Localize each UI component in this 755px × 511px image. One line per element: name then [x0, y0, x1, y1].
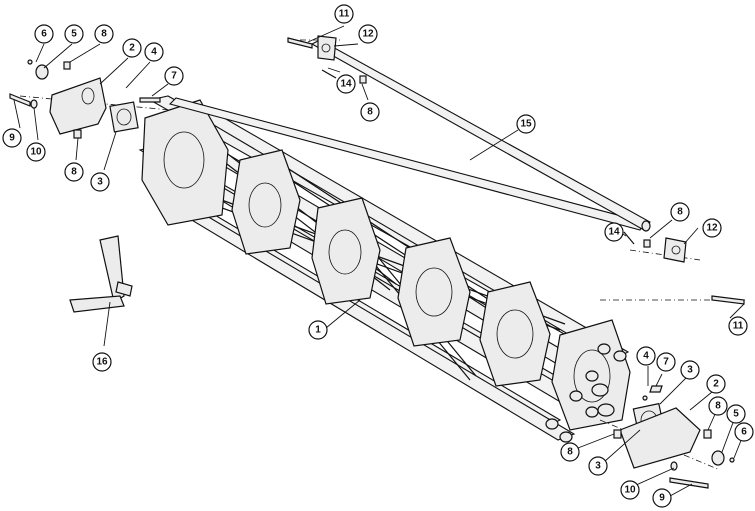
svg-text:10: 10 [624, 485, 636, 496]
nut-top [359, 75, 367, 84]
svg-text:6: 6 [41, 29, 47, 40]
svg-text:9: 9 [659, 493, 665, 504]
svg-text:12: 12 [706, 223, 718, 234]
callout-9-right: 9 [652, 488, 672, 508]
callout-3-right: 3 [680, 360, 700, 380]
callout-14-top: 14 [336, 74, 356, 94]
callout-1: 1 [308, 320, 328, 340]
nut-left-bottom [73, 129, 82, 139]
svg-text:10: 10 [30, 147, 42, 158]
svg-text:2: 2 [129, 43, 135, 54]
svg-text:4: 4 [151, 47, 157, 58]
svg-text:7: 7 [171, 71, 177, 82]
flange-right [711, 450, 725, 466]
washer-left [30, 99, 38, 109]
svg-text:14: 14 [340, 79, 352, 90]
plate-top [317, 35, 337, 61]
callouts: 6 5 8 2 4 7 9 10 8 3 11 12 14 8 15 8 14 … [2, 4, 754, 508]
shaft [168, 39, 651, 232]
callout-8-right: 8 [708, 396, 728, 416]
stand [69, 235, 133, 313]
bolt-top [287, 37, 313, 49]
callout-12-right: 12 [702, 218, 722, 238]
callout-8-left-bottom: 8 [64, 162, 84, 182]
callout-7-right: 7 [656, 352, 676, 372]
svg-text:8: 8 [101, 29, 107, 40]
callout-10-right: 10 [620, 480, 640, 500]
svg-text:8: 8 [567, 447, 573, 458]
svg-text:3: 3 [595, 461, 601, 472]
callout-2-right: 2 [706, 374, 726, 394]
plate-right [663, 237, 687, 263]
bracket-right [619, 407, 701, 469]
right-end-hardware [613, 385, 735, 489]
callout-8-bottom: 8 [560, 442, 580, 462]
svg-text:3: 3 [687, 365, 693, 376]
svg-text:11: 11 [733, 321, 744, 332]
svg-text:1: 1 [315, 325, 321, 336]
callout-6-left: 6 [34, 24, 54, 44]
bearing-left [109, 101, 139, 133]
flange-left [35, 64, 49, 80]
callout-4-left: 4 [144, 42, 164, 62]
callout-2-left: 2 [122, 38, 142, 58]
nut-right-bottom [613, 429, 622, 439]
svg-text:6: 6 [741, 427, 747, 438]
callout-3-bottom: 3 [588, 456, 608, 476]
callout-3-left: 3 [90, 172, 110, 192]
svg-text:15: 15 [520, 119, 532, 130]
svg-text:16: 16 [96, 357, 108, 368]
callout-10-left: 10 [26, 142, 46, 162]
cotter-left [27, 59, 33, 65]
callout-8-top: 8 [360, 102, 380, 122]
callout-14-right: 14 [604, 222, 624, 242]
bracket-left [49, 77, 107, 135]
bolt-right-bottom [669, 477, 709, 489]
nut-right-shaft [643, 239, 651, 248]
svg-text:12: 12 [362, 29, 374, 40]
callout-4-right: 4 [636, 346, 656, 366]
bolt-right-top [711, 295, 745, 305]
svg-text:8: 8 [677, 207, 683, 218]
svg-text:14: 14 [608, 227, 620, 238]
svg-text:8: 8 [715, 401, 721, 412]
callout-9-left: 9 [2, 128, 22, 148]
svg-text:11: 11 [339, 9, 350, 20]
callout-5-left: 5 [64, 24, 84, 44]
roller-plates [141, 99, 631, 431]
callout-8-left-top: 8 [94, 24, 114, 44]
svg-text:8: 8 [71, 167, 77, 178]
svg-text:9: 9 [9, 133, 15, 144]
svg-text:4: 4 [643, 351, 649, 362]
pin-right [649, 385, 663, 393]
callout-5-right: 5 [726, 404, 746, 424]
callout-16: 16 [92, 352, 112, 372]
nut-right [703, 429, 712, 439]
left-end-hardware [9, 59, 161, 139]
nut-left-top [63, 61, 71, 70]
bolt-left [9, 93, 31, 107]
svg-text:3: 3 [97, 177, 103, 188]
top-shaft-hardware [287, 35, 745, 305]
callout-12-top: 12 [358, 24, 378, 44]
leader-lines [13, 25, 745, 497]
svg-text:5: 5 [71, 29, 77, 40]
callout-6-right: 6 [734, 422, 754, 442]
roller-frame [138, 95, 631, 443]
svg-text:2: 2 [713, 379, 719, 390]
callout-15: 15 [516, 114, 536, 134]
svg-text:5: 5 [733, 409, 739, 420]
callout-11-right: 11 [728, 316, 748, 336]
svg-text:7: 7 [663, 357, 669, 368]
svg-text:8: 8 [367, 107, 373, 118]
cotter-right [729, 457, 735, 463]
callout-8-right-shaft: 8 [670, 202, 690, 222]
washer-right [670, 461, 678, 471]
roller-tube-ends [545, 343, 627, 443]
pin-left [139, 97, 161, 103]
callout-7-left: 7 [164, 66, 184, 86]
callout-11-top: 11 [334, 4, 354, 24]
